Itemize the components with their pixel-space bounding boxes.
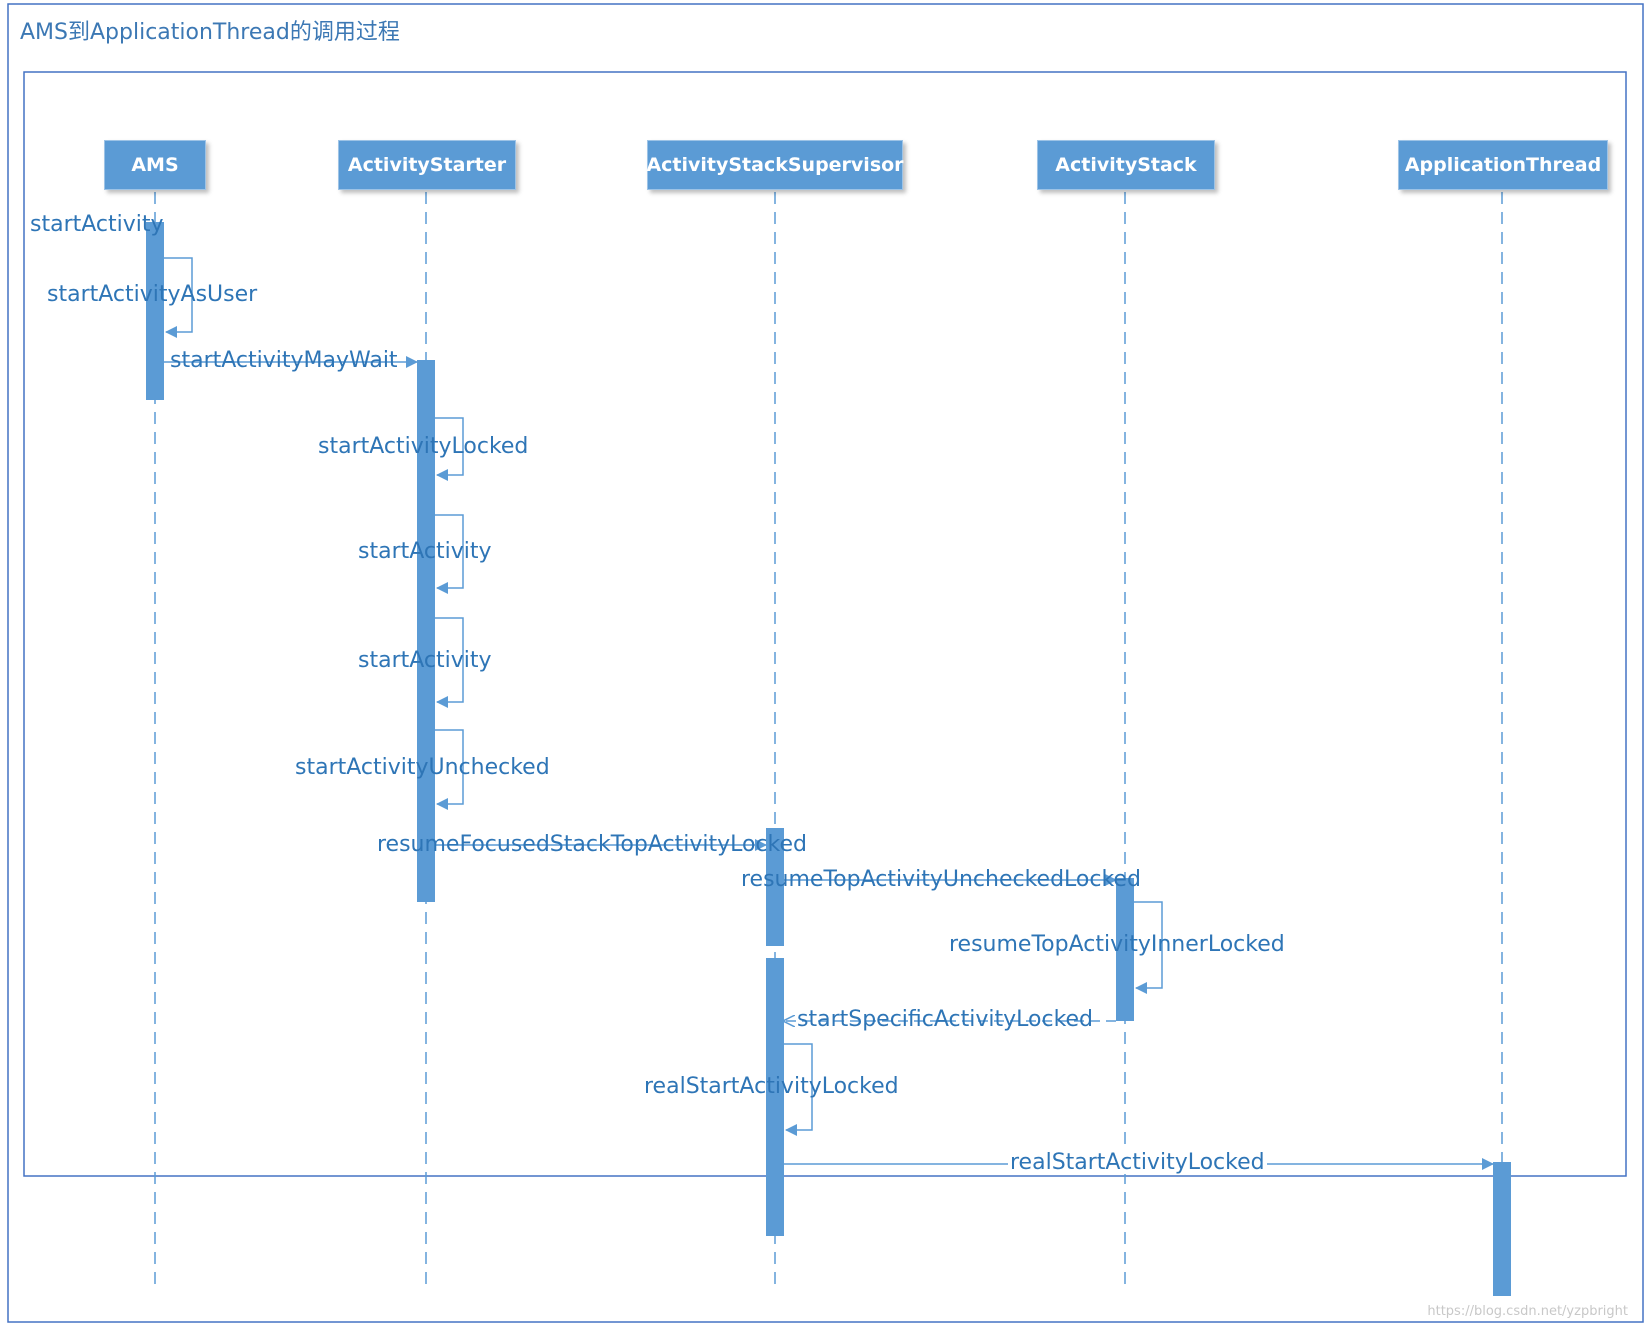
frame-title: AMS到ApplicationThread的调用过程 [20, 20, 400, 45]
message-label: startActivity [30, 212, 164, 237]
message-label: startActivityUnchecked [295, 755, 550, 780]
self-call-start-activity-as-user [164, 257, 193, 338]
activation-ams [146, 222, 164, 400]
message-label: resumeTopActivityInnerLocked [949, 932, 1285, 957]
self-call-start-activity-locked [435, 417, 464, 481]
activation-supervisor-2 [766, 958, 784, 1236]
self-call-real-start-activity-locked [784, 1043, 813, 1136]
activation-supervisor-1 [766, 828, 784, 946]
self-call-start-activity-2 [435, 617, 464, 708]
self-call-start-activity-1 [435, 514, 464, 594]
participant-activity-starter: ActivityStarter [338, 140, 516, 190]
self-call-start-activity-unchecked [435, 729, 464, 810]
self-call-resume-top-activity-inner-locked [1134, 901, 1163, 994]
message-label: startActivityMayWait [170, 348, 398, 373]
participant-activity-stack: ActivityStack [1037, 140, 1215, 190]
participant-application-thread: ApplicationThread [1398, 140, 1608, 190]
message-label: realStartActivityLocked [644, 1074, 899, 1099]
outer-frame [7, 3, 1644, 1323]
message-label: realStartActivityLocked [1008, 1150, 1267, 1175]
inner-frame [23, 71, 1627, 1177]
message-label: startActivity [358, 539, 492, 564]
activation-activity-stack [1116, 878, 1134, 1021]
message-label: resumeTopActivityUncheckedLocked [741, 867, 1141, 892]
message-label: startActivityAsUser [47, 282, 258, 307]
message-label: startActivity [358, 648, 492, 673]
activation-activity-starter [417, 360, 435, 902]
watermark: https://blog.csdn.net/yzpbright [1427, 1304, 1628, 1319]
participant-activity-stack-supervisor: ActivityStackSupervisor [646, 140, 904, 190]
message-label: resumeFocusedStackTopActivityLocked [377, 832, 807, 857]
message-label: startActivityLocked [318, 434, 529, 459]
activation-application-thread [1493, 1162, 1511, 1296]
participant-ams: AMS [104, 140, 206, 190]
message-label: startSpecificActivityLocked [797, 1007, 1094, 1032]
